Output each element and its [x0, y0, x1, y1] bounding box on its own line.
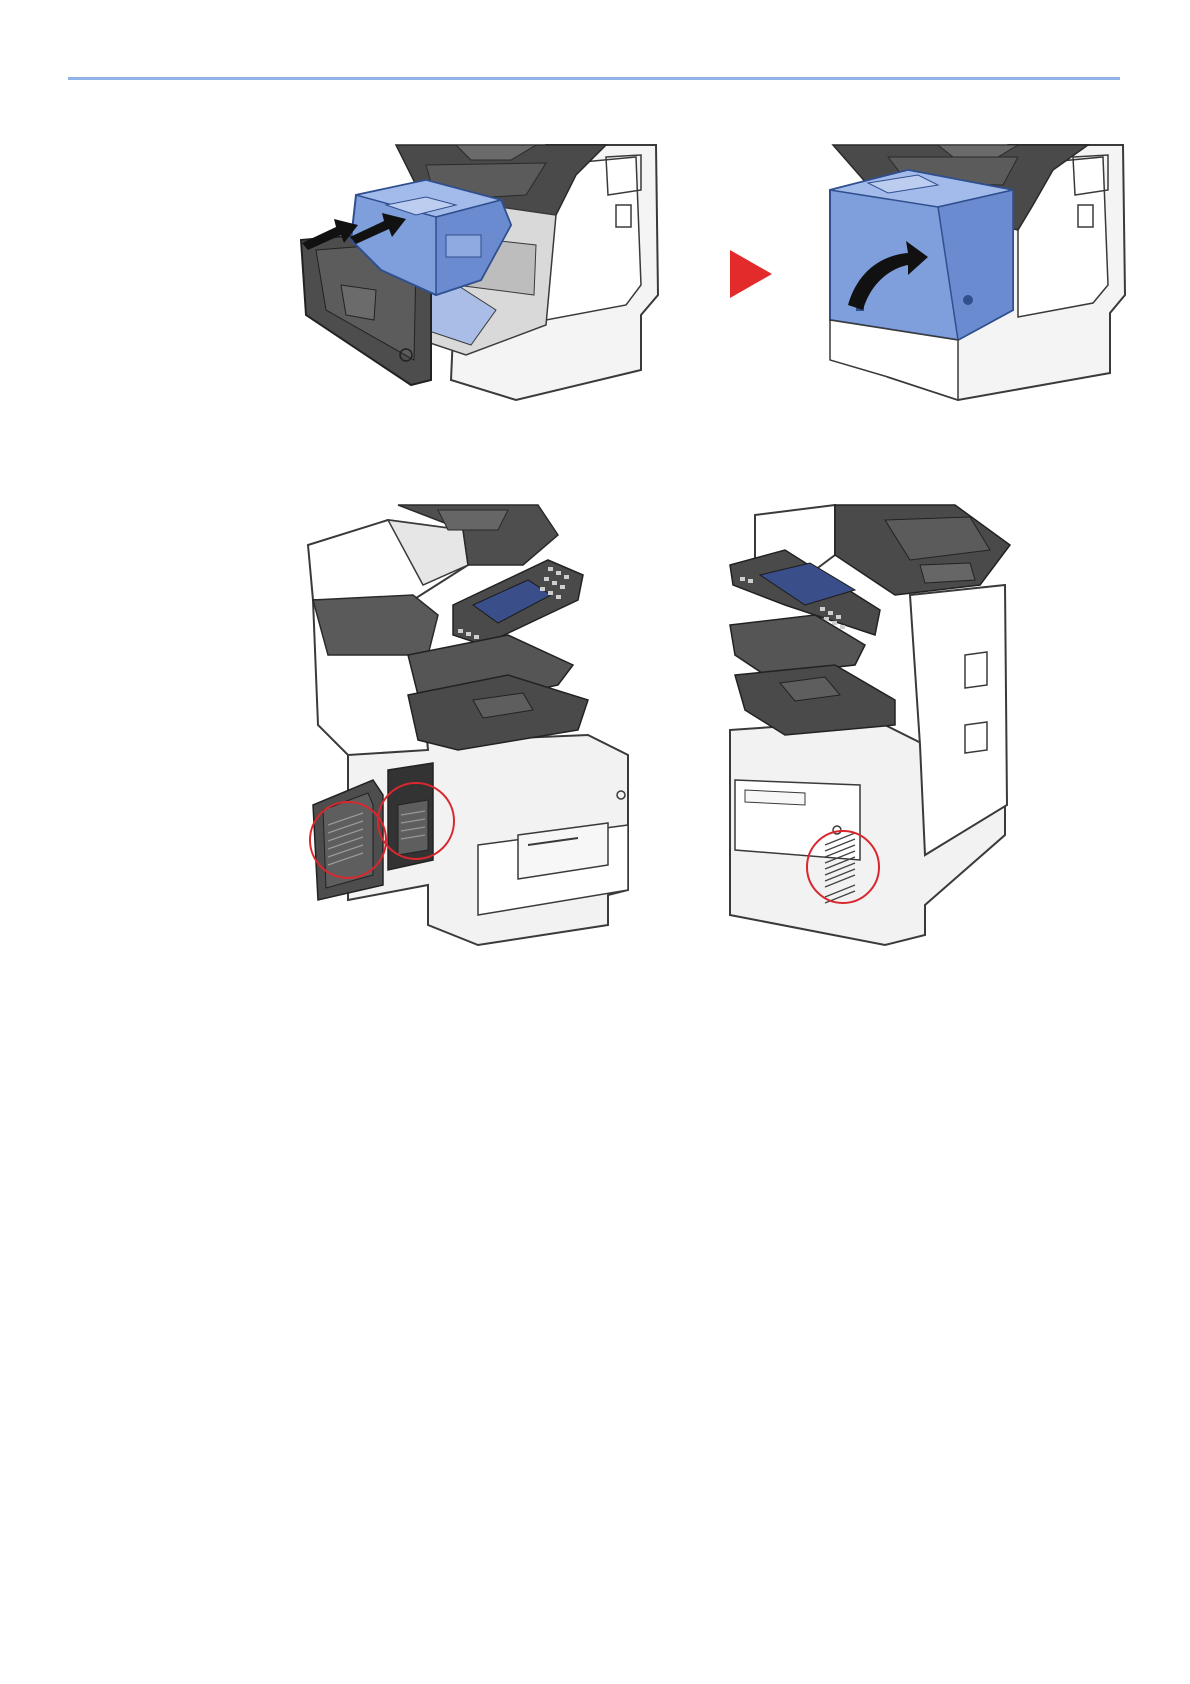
next-step-arrow-icon	[730, 250, 772, 303]
header-rule	[68, 77, 1120, 80]
figure-vents-right	[725, 505, 1025, 945]
mfp-icon	[308, 505, 648, 945]
printer-open-front-icon	[296, 145, 666, 400]
figure-close-front-cover	[828, 145, 1128, 400]
figure-vents-left	[308, 505, 648, 945]
printer-front-cover-icon	[828, 145, 1128, 400]
mfp-icon	[725, 505, 1025, 945]
figure-insert-toner	[296, 145, 666, 400]
